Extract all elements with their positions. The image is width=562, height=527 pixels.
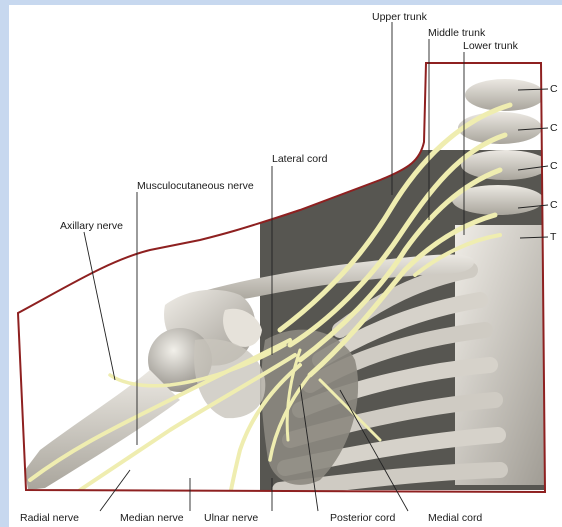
label-medial-cord: Medial cord <box>428 512 482 524</box>
label-upper-trunk: Upper trunk <box>372 11 427 23</box>
label-musculocutaneous-nerve: Musculocutaneous nerve <box>137 180 254 192</box>
label-radial-nerve: Radial nerve <box>20 512 79 524</box>
label-lateral-cord: Lateral cord <box>272 153 327 165</box>
label-root-c2: C <box>550 122 558 134</box>
label-ulnar-nerve: Ulnar nerve <box>204 512 258 524</box>
label-root-c4: C <box>550 199 558 211</box>
cervical-vertebrae <box>452 79 550 485</box>
label-lower-trunk: Lower trunk <box>463 40 518 52</box>
label-axillary-nerve: Axillary nerve <box>60 220 123 232</box>
label-root-c3: C <box>550 160 558 172</box>
label-median-nerve: Median nerve <box>120 512 184 524</box>
label-middle-trunk: Middle trunk <box>428 27 485 39</box>
label-posterior-cord: Posterior cord <box>330 512 395 524</box>
humerus-shaft <box>25 370 180 490</box>
label-root-c1: C <box>550 83 558 95</box>
label-root-t: T <box>550 231 556 243</box>
